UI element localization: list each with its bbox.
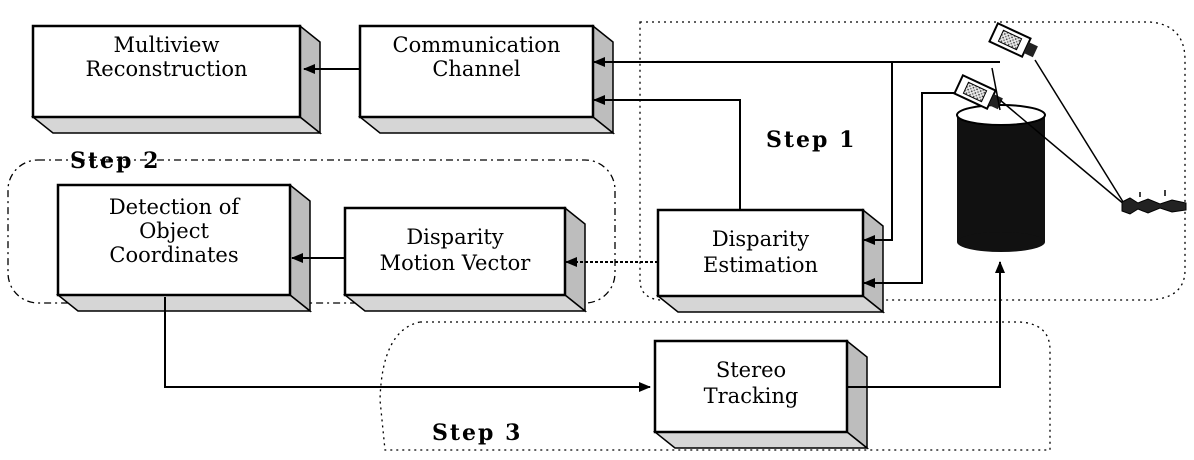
step1-label: Step 1 (766, 127, 856, 153)
communication-channel-box-side (592, 24, 614, 135)
arrow-camera-to-estimation-upper (863, 62, 893, 245)
detection-of-object-coordinates-label-line-1: Object (139, 219, 209, 243)
multiview-reconstruction-box-face (31, 24, 302, 119)
arrow-camera-to-estimation-lower (863, 92, 968, 288)
multiview-reconstruction-box-bottom (30, 116, 323, 134)
disparity-estimation-label-line-1: Estimation (703, 253, 818, 277)
stereo-tracking-label-line-0: Stereo (716, 358, 786, 382)
connectors (164, 57, 1005, 392)
stereo-tracking-box-bottom (652, 431, 870, 449)
stereo-tracking-box-side (846, 339, 868, 450)
stereo-tracking-box-face (653, 339, 849, 434)
communication-channel-box-face (358, 24, 595, 119)
detection-of-object-coordinates-label-line-2: Coordinates (109, 243, 238, 267)
disparity-motion-vector-label-line-0: Disparity (406, 225, 503, 249)
disparity-estimation-box-face (656, 208, 865, 298)
disparity-estimation-box-bottom (655, 295, 886, 313)
multiview-reconstruction-box-side (299, 24, 321, 135)
detection-of-object-coordinates-box-bottom (55, 294, 313, 312)
stereo-camera-icon (953, 22, 1126, 252)
disparity-estimation-box-side (862, 208, 884, 314)
detection-of-object-coordinates-box-side (289, 183, 311, 313)
communication-channel-box-bottom (357, 116, 616, 134)
multiview-reconstruction-label-line-1: Reconstruction (85, 57, 247, 81)
tracked-object-icon (1121, 190, 1187, 215)
step3-label: Step 3 (432, 420, 522, 446)
communication-channel-label-line-0: Communication (393, 33, 561, 57)
arrow-tracking-to-camera (848, 261, 1005, 388)
step2-region (7, 159, 616, 304)
detection-of-object-coordinates-box-face (56, 183, 292, 297)
disparity-motion-vector-label-line-1: Motion Vector (380, 251, 532, 275)
detection-of-object-coordinates-label-line-0: Detection of (109, 195, 242, 219)
disparity-motion-vector-box-bottom (342, 294, 588, 312)
arrow-detection-to-tracking (164, 297, 651, 392)
stereo-tracking-label-line-1: Tracking (704, 384, 799, 408)
step2-label: Step 2 (70, 148, 160, 174)
disparity-motion-vector-box-side (564, 206, 586, 313)
communication-channel-label-line-1: Channel (432, 57, 521, 81)
arrow-estimation-to-comm (593, 95, 741, 210)
multiview-reconstruction-label-line-0: Multiview (114, 33, 220, 57)
disparity-estimation-label-line-0: Disparity (712, 227, 809, 251)
disparity-motion-vector-box-face (343, 206, 567, 297)
